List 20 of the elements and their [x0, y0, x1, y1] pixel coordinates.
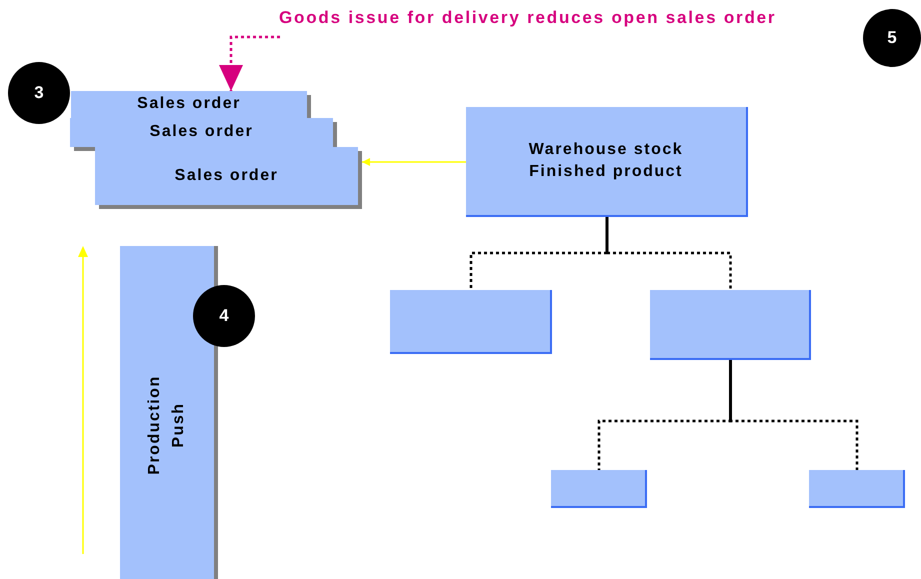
arrow [219, 36, 280, 91]
sales-order-card [95, 147, 358, 205]
stock-box [551, 470, 647, 508]
note-text: Goods issue for delivery reduces open sales order [279, 7, 776, 29]
stock-box [650, 290, 811, 360]
box-label: Sales order [148, 122, 254, 142]
box-label: Sales order [136, 94, 242, 114]
callout-number: 5 [863, 9, 921, 67]
stock-box [809, 470, 905, 508]
box-label: Warehouse stock Finished product [528, 140, 684, 182]
box-label: Sales order [174, 166, 280, 186]
bar-label: Production Push [145, 374, 188, 477]
tree-trunk [606, 217, 608, 253]
callout-number: 3 [8, 62, 70, 124]
sales-order-card [71, 91, 307, 118]
production-bar [120, 246, 214, 579]
stock-box [466, 107, 748, 217]
tree-trunk [729, 360, 732, 421]
callout-number: 4 [193, 285, 255, 347]
stock-box [390, 290, 552, 354]
